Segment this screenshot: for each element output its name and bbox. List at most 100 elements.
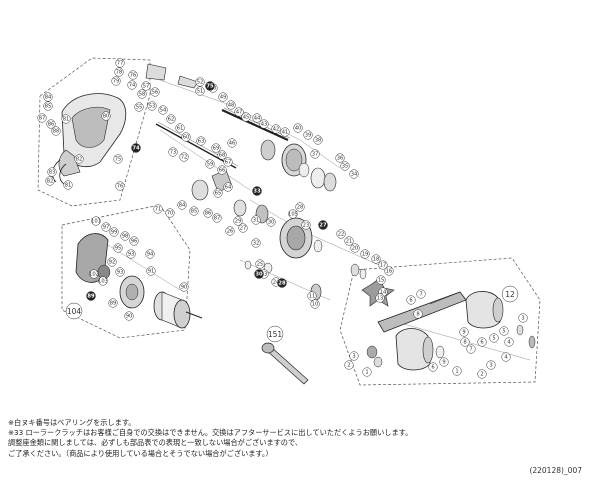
part-number-callout-label: 11	[309, 294, 316, 300]
part-number-callout-label: 2	[480, 372, 483, 378]
part-number-callout: 8	[413, 309, 423, 319]
part-number-callout: 84	[177, 200, 187, 210]
part-number-callout: 11	[307, 291, 317, 301]
part-number-callout-label: 62	[168, 117, 175, 123]
part-number-callout: 68	[217, 150, 227, 160]
part-number-callout: 43	[259, 119, 269, 129]
part-number-callout-label: 20	[352, 246, 359, 252]
part-number-callout: 20	[350, 243, 360, 253]
part-number-callout: 93	[115, 267, 125, 277]
part-number-callout: 99	[109, 227, 119, 237]
part-number-callout-label: 1	[365, 370, 368, 376]
part-number-callout-label: 70	[167, 211, 174, 217]
part-number-callout-label: 4	[504, 355, 508, 361]
note-shims-2: ご了承ください。（商品により使用している場合とそうでない場合がございます。）	[8, 448, 273, 458]
part-number-callout: 34	[349, 169, 359, 179]
part-number-callout-label: 78	[116, 70, 123, 76]
part-number-callout: 86	[46, 119, 56, 129]
part-number-callout: 13	[375, 293, 385, 303]
part-number-callout: 81	[61, 114, 71, 124]
part-number-callout: 62	[166, 114, 176, 124]
drag-washers	[298, 162, 337, 192]
part-number-callout: 15	[376, 275, 386, 285]
part-number-callout: 18	[371, 254, 381, 264]
part-number-callout: 91	[146, 266, 156, 276]
star-drag	[350, 263, 395, 307]
part-number-callout-label: 54	[160, 108, 167, 114]
part-number-callout-label: 2	[347, 363, 350, 369]
part-number-callout-label: 7	[469, 347, 472, 353]
part-number-callout: 72	[179, 152, 189, 162]
part-number-callout-label: 71	[155, 207, 162, 213]
part-number-callout: 80	[101, 111, 111, 121]
part-number-callout: 42	[271, 124, 281, 134]
side-plate-assembly	[75, 233, 145, 309]
part-number-callout: 41	[280, 127, 290, 137]
main-shaft	[221, 107, 291, 142]
part-number-callout-label: 103	[98, 279, 108, 285]
part-number-callout-label: 86	[48, 122, 55, 128]
part-number-callout-label: 84	[45, 95, 52, 101]
part-number-callout: 89	[108, 298, 118, 308]
part-number-callout-label: 86	[205, 211, 212, 217]
part-number-callout: 29	[233, 216, 243, 226]
part-number-callout: 48	[226, 100, 236, 110]
part-number-callout-label: 98	[122, 234, 129, 240]
part-number-callout: 3	[518, 313, 528, 323]
part-number-callout-label: 82	[76, 157, 83, 163]
part-number-callout-label: 23	[261, 272, 268, 278]
note-roller-clutch: ※33 ローラークラッチはお客様ご自身での交換はできません。交換はアフターサービ…	[8, 428, 413, 438]
group-number-callout: 12	[501, 285, 519, 303]
part-number-callout-label: 65	[215, 191, 222, 197]
part-number-callout: 103	[98, 276, 108, 286]
part-number-callout: 65	[213, 188, 223, 198]
part-number-callout-label: 7	[419, 292, 422, 298]
part-number-callout-label: 105	[288, 212, 298, 218]
part-number-callout-label: 16	[386, 269, 393, 275]
part-number-callout-label: 3	[489, 363, 492, 369]
part-number-callout: 6	[406, 295, 416, 305]
part-number-callout: 52	[195, 77, 205, 87]
bearing-number-callout: 27	[318, 220, 328, 230]
part-number-callout-label: 19	[362, 252, 369, 258]
note-shims-1: 調整座金類に関しましては、必ずしも部品表での表現と一致しない場合がございますので…	[8, 438, 303, 448]
part-number-callout: 46	[227, 138, 237, 148]
part-number-callout-label: 9	[442, 360, 445, 366]
bearing-number-callout-label: 75	[206, 84, 214, 90]
bearing-number-callout: 33	[252, 186, 262, 196]
diagram-code: (220128)_007	[529, 466, 582, 475]
part-number-callout-label: 90	[126, 314, 133, 320]
part-number-callout: 4	[504, 337, 514, 347]
part-number-callout-label: 82	[47, 179, 54, 185]
part-number-callout-label: 9	[462, 330, 465, 336]
part-number-callout: 5	[499, 326, 509, 336]
note-bearing: ※白ヌキ番号はベアリングを示します。	[8, 418, 136, 427]
part-number-callout: 60	[181, 132, 191, 142]
part-number-callout: 92	[107, 257, 117, 267]
part-number-callout: 45	[241, 112, 251, 122]
part-number-callout-label: 14	[380, 290, 387, 296]
part-number-callout-label: 61	[177, 126, 184, 132]
part-number-callout-label: 93	[117, 270, 124, 276]
reel-frame-body	[52, 93, 127, 185]
part-number-callout-label: 42	[273, 127, 280, 133]
part-number-callout-label: 102	[89, 272, 99, 278]
part-number-callout: 94	[145, 249, 155, 259]
part-number-callout-label: 40	[295, 126, 302, 132]
part-number-callout-label: 85	[191, 209, 198, 215]
part-number-callout: 87	[212, 213, 222, 223]
handle-knob-lower	[395, 328, 445, 371]
part-number-callout: 97	[101, 222, 111, 232]
part-number-callout: 81	[63, 180, 73, 190]
part-number-callout: 76	[128, 70, 138, 80]
part-number-callout-label: 79	[113, 79, 120, 85]
part-number-callout-label: 60	[183, 135, 190, 141]
part-number-callout-label: 51	[197, 89, 204, 95]
part-number-callout: 57	[141, 81, 151, 91]
footnotes: ※白ヌキ番号はベアリングを示します。 ※33 ローラークラッチはお客様ご自身での…	[8, 418, 588, 459]
part-number-callout-label: 21	[346, 239, 353, 245]
part-number-callout: 101	[91, 216, 101, 226]
part-number-callout-label: 31	[253, 218, 260, 224]
part-number-callout: 90	[124, 311, 134, 321]
